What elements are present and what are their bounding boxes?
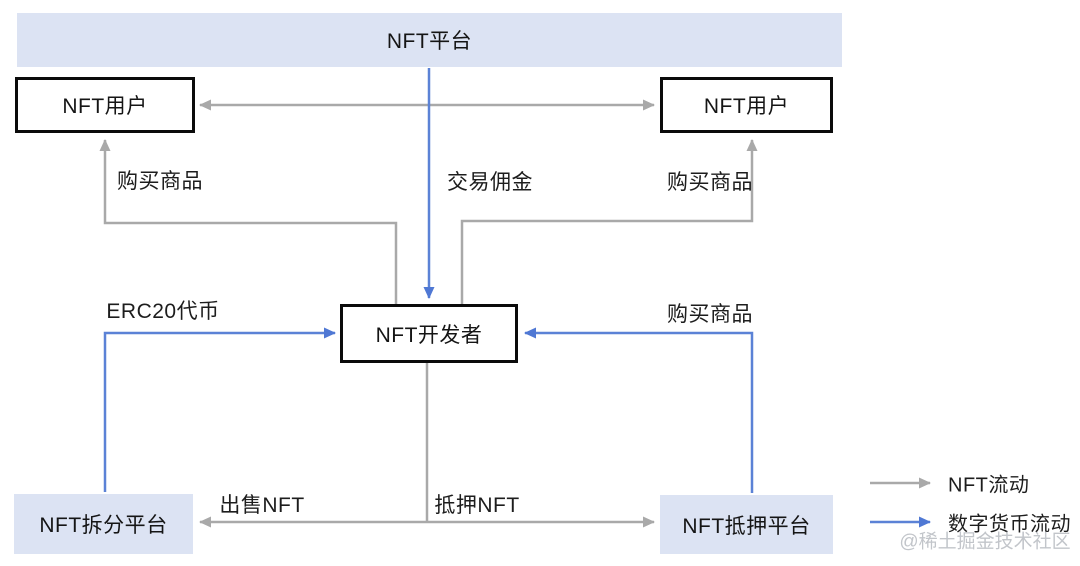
node-nft-mortgage-platform-label: NFT抵押平台: [682, 514, 811, 538]
edge-buy-from-mortgage-line: [524, 327, 754, 493]
edge-label-buy-goods-from-mortgage: 购买商品: [667, 303, 753, 326]
node-nft-split-platform-label: NFT拆分平台: [39, 514, 168, 537]
node-nft-user-left: NFT用户: [15, 77, 195, 133]
node-nft-developer: NFT开发者: [340, 304, 518, 363]
node-nft-user-left-label: NFT用户: [62, 95, 148, 118]
node-nft-developer-label: NFT开发者: [375, 323, 483, 347]
edge-label-sell-nft: 出售NFT: [219, 494, 305, 517]
edge-label-trade-commission: 交易佣金: [447, 171, 533, 194]
node-nft-user-right: NFT用户: [660, 77, 833, 133]
node-nft-mortgage-platform: NFT抵押平台: [660, 495, 833, 554]
node-nft-platform-label: NFT平台: [386, 30, 473, 53]
node-nft-platform: NFT平台: [17, 13, 842, 67]
legend-digital-currency-flow-label: 数字货币流动: [948, 513, 1071, 536]
edge-label-pledge-nft: 抵押NFT: [434, 494, 520, 517]
edge-erc20-line: [103, 327, 336, 492]
legend-nft-flow-label: NFT流动: [948, 474, 1030, 497]
edge-label-buy-goods-left: 购买商品: [117, 170, 203, 193]
node-nft-split-platform: NFT拆分平台: [14, 494, 193, 554]
watermark: @稀土掘金技术社区: [899, 531, 1071, 553]
edge-buy-goods-right-line: [460, 139, 758, 304]
edge-label-buy-goods-right: 购买商品: [667, 171, 753, 194]
edge-label-erc20-token: ERC20代币: [106, 300, 220, 323]
node-nft-user-right-label: NFT用户: [703, 95, 790, 118]
